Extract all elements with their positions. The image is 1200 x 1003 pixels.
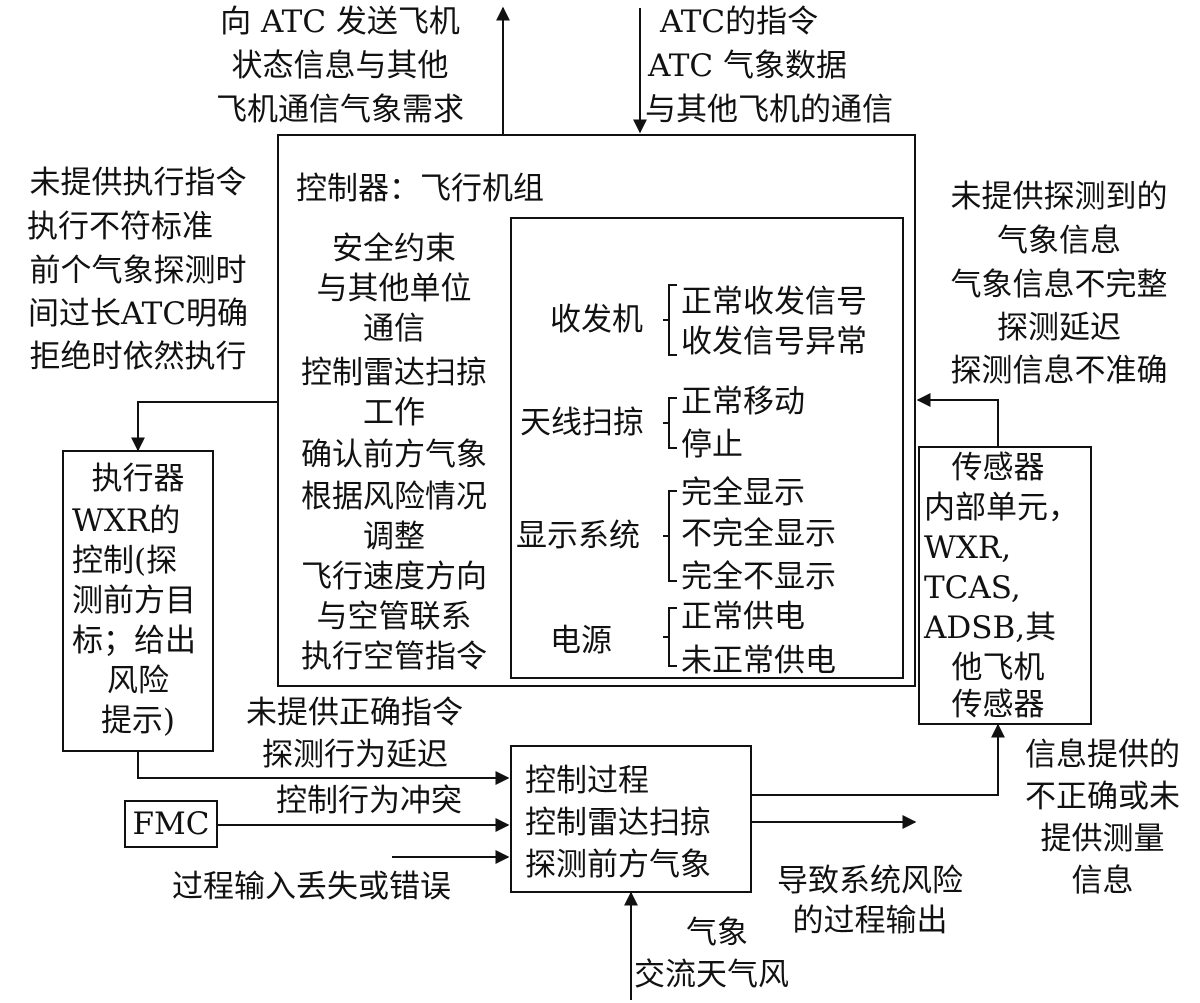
right-fault: 气象信息	[997, 223, 1121, 259]
left-fault: 未提供执行指令	[29, 165, 247, 201]
controller-title: 控制器：飞行机组	[296, 171, 544, 207]
atc-input-line-1: ATC的指令	[660, 4, 819, 40]
actuator-line: 提示)	[100, 703, 176, 739]
process-output: 导致系统风险	[777, 863, 963, 899]
actuator-fault: 未提供正确指令	[246, 695, 463, 731]
sensor-line: 传感器	[951, 687, 1045, 723]
controller-box	[277, 134, 916, 687]
model-state: 收发信号异常	[681, 324, 867, 360]
model-state: 完全显示	[681, 475, 805, 511]
controller-item: 执行空管指令	[301, 639, 487, 675]
controller-item: 工作	[363, 395, 425, 431]
model-state: 完全不显示	[681, 559, 836, 595]
model-name-power: 电源	[550, 623, 612, 659]
actuator-line: WXR的	[72, 503, 181, 539]
sensor-fault: 不正确或未	[1025, 779, 1180, 815]
atc-input-line-3: 与其他飞机的通信	[645, 92, 893, 128]
actuator-line: 执行器	[91, 461, 185, 497]
sensor-box	[918, 446, 1092, 725]
sensor-fault: 信息	[1071, 863, 1134, 899]
left-fault: 拒绝时依然执行	[29, 339, 247, 375]
right-fault: 探测延迟	[997, 310, 1121, 346]
model-state: 正常收发信号	[681, 284, 867, 320]
actuator-line: 标；给出	[72, 623, 196, 659]
controller-item: 飞行速度方向	[301, 559, 487, 595]
actuator-fault: 探测行为延迟	[262, 737, 448, 773]
fmc-box	[124, 800, 218, 848]
disturbance-line: 交流天气风	[634, 957, 789, 993]
process-model-box	[510, 217, 904, 679]
controller-item: 与空管联系	[316, 599, 472, 635]
model-state: 停止	[681, 427, 743, 463]
model-name-transceiver: 收发机	[550, 302, 643, 338]
controller-item: 根据风险情况	[301, 479, 487, 515]
brace-display	[663, 490, 677, 582]
brace-transceiver	[663, 284, 677, 356]
arrow-controller-to-actuator	[131, 401, 277, 452]
process-line: 控制过程	[525, 763, 649, 799]
sensor-line: WXR,	[924, 530, 1012, 566]
atc-output-line-1: 向 ATC 发送飞机	[220, 4, 460, 40]
fmc-label: FMC	[132, 806, 210, 842]
right-fault: 探测信息不准确	[950, 353, 1168, 389]
left-fault: 前个气象探测时	[29, 253, 247, 289]
sensor-line: 他飞机	[951, 650, 1045, 686]
arrow-sensor-to-controller	[916, 393, 999, 446]
model-state: 正常移动	[681, 384, 805, 420]
sensor-line: 内部单元，	[924, 490, 1079, 526]
sensor-line: ADSB,其	[924, 610, 1057, 646]
actuator-line: 控制(探	[72, 543, 178, 579]
controller-item: 安全约束	[332, 231, 456, 267]
sensor-fault: 信息提供的	[1025, 737, 1180, 773]
left-fault: 执行不符标准	[27, 209, 213, 245]
atc-input-line-2: ATC 气象数据	[648, 48, 847, 84]
brace-antenna	[663, 397, 677, 449]
right-fault: 气象信息不完整	[950, 267, 1168, 303]
model-state: 正常供电	[681, 599, 805, 635]
controller-item: 控制雷达扫掠	[301, 355, 487, 391]
left-fault: 间过长ATC明确	[27, 296, 249, 332]
process-input-fault: 过程输入丢失或错误	[172, 869, 451, 905]
brace-power	[663, 607, 677, 667]
model-name-antenna: 天线扫掠	[520, 405, 644, 441]
sensor-line: TCAS,	[924, 570, 1021, 606]
sensor-fault: 提供测量	[1040, 821, 1165, 857]
controller-item: 与其他单位	[316, 271, 472, 307]
sensor-line: 传感器	[951, 450, 1045, 486]
atc-output-line-2: 状态信息与其他	[231, 48, 449, 84]
model-name-display: 显示系统	[516, 518, 640, 554]
actuator-box	[62, 450, 214, 752]
actuator-line: 测前方目	[72, 583, 196, 619]
right-fault: 未提供探测到的	[950, 179, 1168, 215]
arrow-process-to-sensor	[752, 723, 1005, 796]
arrow-actuator-to-process	[137, 752, 510, 785]
process-box	[510, 745, 752, 893]
actuator-line: 风险	[107, 663, 169, 699]
controller-item: 通信	[363, 311, 425, 347]
controller-item: 确认前方气象	[301, 437, 487, 473]
disturbance-line: 气象	[686, 915, 748, 951]
process-line: 控制雷达扫掠	[525, 805, 711, 841]
atc-output-line-3: 飞机通信气象需求	[216, 92, 464, 128]
model-state: 不完全显示	[681, 516, 836, 552]
process-line: 探测前方气象	[525, 847, 711, 883]
model-state: 未正常供电	[681, 643, 836, 679]
process-output: 的过程输出	[792, 903, 948, 939]
conflict-label: 控制行为冲突	[276, 783, 462, 819]
controller-item: 调整	[363, 519, 425, 555]
